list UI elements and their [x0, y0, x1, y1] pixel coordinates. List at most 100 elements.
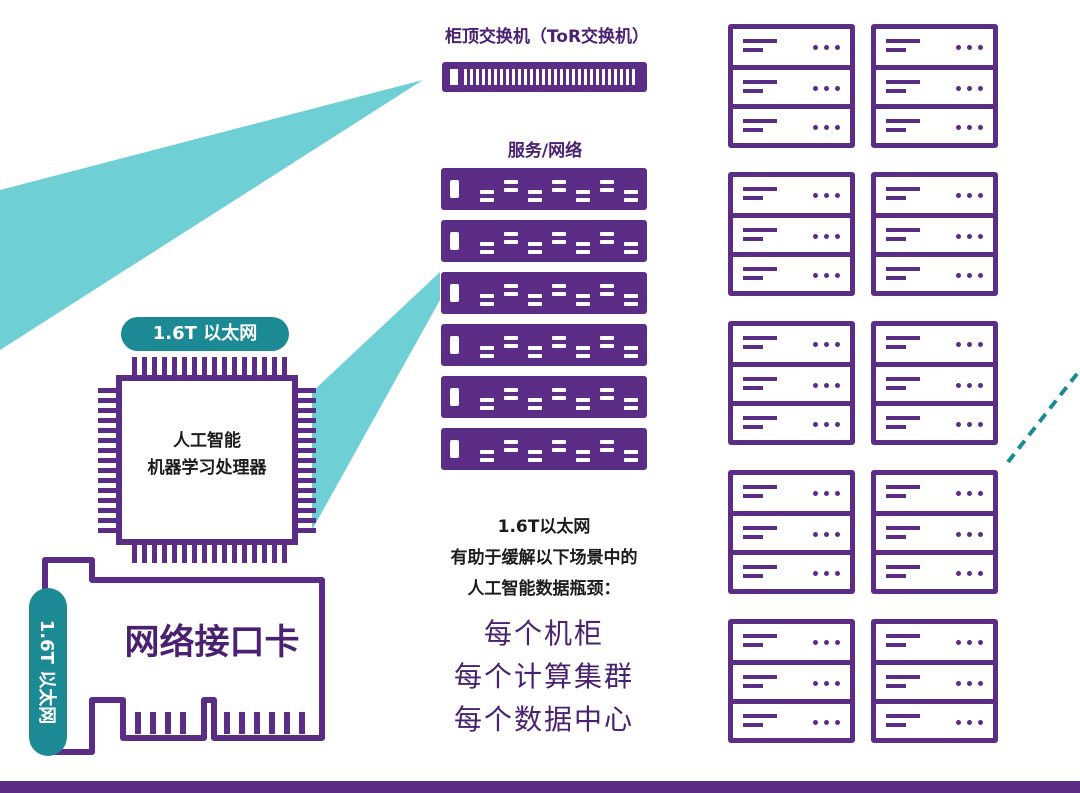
chip-pin [98, 418, 116, 423]
server-status-dot [967, 273, 972, 278]
chip-pin [262, 545, 267, 563]
scenario-per-cluster: 每个计算集群 [453, 660, 634, 693]
chip-pin [132, 545, 137, 563]
server-rack [871, 24, 998, 148]
tor-switch-title: 柜顶交换机（ToR交换机） [444, 27, 650, 47]
server-status-dot [813, 193, 818, 198]
server-status-dot [978, 234, 983, 239]
server-unit [876, 29, 993, 65]
switch-port [624, 250, 638, 254]
server-status-dot [824, 571, 829, 576]
switch-port [600, 396, 614, 400]
server-indicator [743, 89, 763, 93]
server-indicator [886, 237, 906, 241]
server-status-dot [967, 45, 972, 50]
server-unit [876, 326, 993, 362]
processor-label-line2: 机器学习处理器 [147, 458, 267, 478]
server-unit [733, 401, 850, 440]
chip-pin [152, 357, 157, 375]
server-status-dot [813, 422, 818, 427]
switch-port [600, 292, 614, 296]
switch-port [480, 190, 494, 194]
tor-port [542, 69, 545, 85]
switch-port [552, 440, 566, 444]
server-status-dot [978, 571, 983, 576]
server-indicator [743, 187, 777, 191]
server-status-dot [967, 125, 972, 130]
server-unit [733, 326, 850, 362]
tor-port [500, 69, 503, 85]
tor-port [488, 69, 491, 85]
server-rack [728, 24, 855, 148]
tor-port [536, 69, 539, 85]
server-indicator [743, 276, 763, 280]
switch-port [528, 250, 542, 254]
server-indicator [743, 48, 763, 52]
server-status-dot [824, 681, 829, 686]
server-status-dot [813, 681, 818, 686]
switch-port [480, 398, 494, 402]
processor-label-line1: 人工智能 [173, 431, 241, 451]
service-switch [441, 168, 647, 210]
server-indicator [886, 723, 906, 727]
switch-port [528, 302, 542, 306]
switch-port [600, 232, 614, 236]
switch-port [528, 190, 542, 194]
server-status-dot [835, 86, 840, 91]
server-indicator [886, 187, 920, 191]
server-status-dot [978, 532, 983, 537]
server-indicator [743, 377, 777, 381]
server-status-dot [978, 640, 983, 645]
switch-port [624, 302, 638, 306]
server-status-dot [824, 45, 829, 50]
switch-port [528, 354, 542, 358]
switch-port [528, 450, 542, 454]
tor-port [560, 69, 563, 85]
server-unit [876, 624, 993, 660]
server-indicator [886, 228, 920, 232]
server-unit [876, 699, 993, 738]
server-indicator [743, 425, 763, 429]
server-status-dot [835, 273, 840, 278]
switch-port [624, 294, 638, 298]
chip-pin [298, 498, 316, 503]
server-indicator [886, 377, 920, 381]
server-indicator [743, 267, 777, 271]
server-rack [871, 619, 998, 743]
switch-port [600, 284, 614, 288]
switch-port [624, 190, 638, 194]
server-status-dot [967, 640, 972, 645]
server-status-dot [824, 422, 829, 427]
tor-port [614, 69, 617, 85]
switch-port [528, 398, 542, 402]
service-switch [441, 376, 647, 418]
server-status-dot [978, 342, 983, 347]
server-unit [733, 252, 850, 291]
tor-switch [442, 62, 647, 92]
server-status-dot [835, 45, 840, 50]
server-indicator [886, 425, 906, 429]
switch-port [624, 450, 638, 454]
switch-port [552, 448, 566, 452]
server-unit [733, 177, 850, 213]
server-status-dot [967, 491, 972, 496]
server-status-dot [835, 640, 840, 645]
server-status-dot [824, 383, 829, 388]
server-status-dot [813, 383, 818, 388]
server-status-dot [835, 125, 840, 130]
tor-port [632, 69, 635, 85]
switch-port [528, 406, 542, 410]
server-unit [876, 362, 993, 401]
server-unit [733, 213, 850, 252]
switch-port [576, 302, 590, 306]
processor-label: 人工智能 机器学习处理器 [116, 428, 298, 482]
server-indicator [743, 494, 763, 498]
chip-pin [182, 357, 187, 375]
switch-port [600, 336, 614, 340]
chip-pin [98, 498, 116, 503]
server-indicator [743, 684, 763, 688]
server-status-dot [978, 491, 983, 496]
chip-pin [182, 545, 187, 563]
nic-ethernet-badge: 1.6T 以太网 [29, 588, 67, 756]
